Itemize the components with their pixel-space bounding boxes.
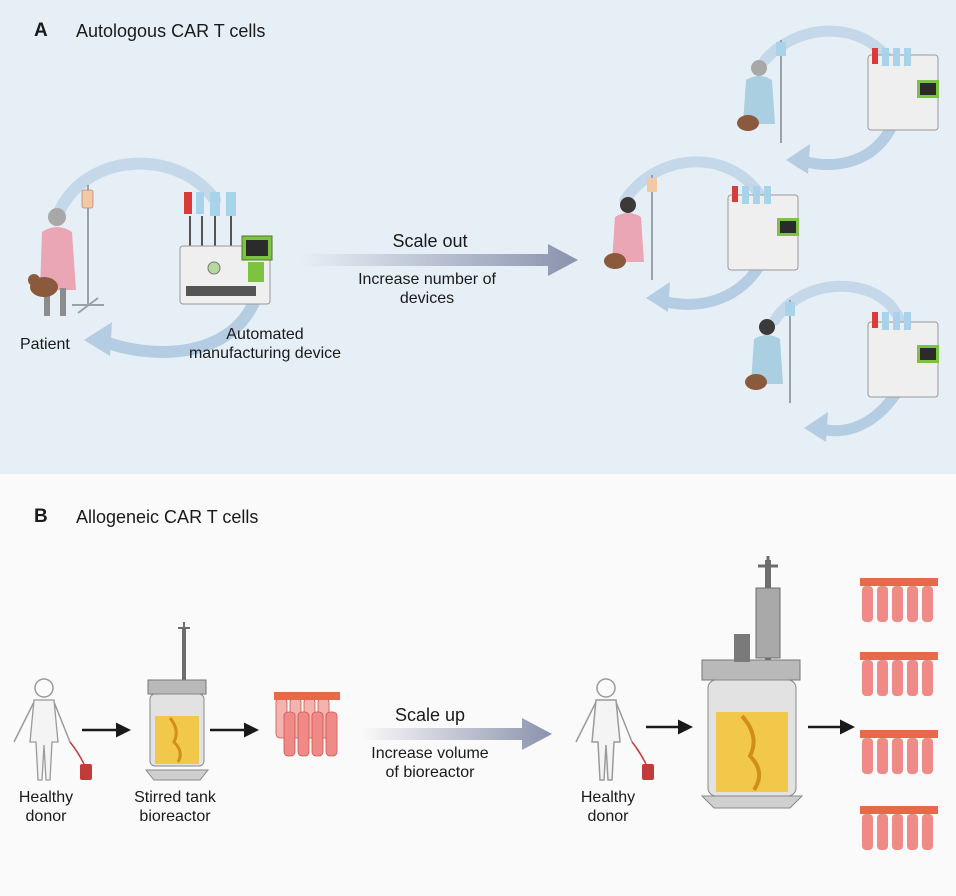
cell-tubes-large-3 bbox=[860, 730, 938, 774]
cell-tubes-large-2 bbox=[860, 652, 938, 696]
healthy-donor-left bbox=[13, 678, 92, 781]
scale-up-title: Scale up bbox=[394, 705, 466, 725]
stirred-tank-bioreactor-large bbox=[700, 556, 804, 809]
cell-tubes-large-1 bbox=[860, 578, 938, 622]
cell-tubes-small bbox=[274, 692, 340, 757]
scale-up-subtitle-line2: of bioreactor bbox=[385, 764, 475, 781]
scale-out-title: Scale out bbox=[392, 231, 468, 251]
donor-right-line2: donor bbox=[587, 808, 629, 825]
scale-up-subtitle: Increase volume of bioreactor bbox=[350, 744, 510, 782]
panel-a-letter: A bbox=[34, 20, 48, 41]
donor-left-line2: donor bbox=[25, 808, 67, 825]
scale-out-subtitle-line2: devices bbox=[399, 290, 455, 307]
manufacturing-device bbox=[179, 192, 273, 305]
donor-right-label: Healthy donor bbox=[568, 788, 648, 826]
scale-out-arrow bbox=[300, 244, 578, 276]
patient-figure bbox=[28, 185, 104, 316]
stirred-tank-bioreactor-small bbox=[144, 622, 210, 781]
bioreactor-line2: bioreactor bbox=[139, 808, 211, 825]
panel-b-letter: B bbox=[34, 506, 48, 527]
main-cycle-arrows bbox=[54, 157, 261, 358]
device-label-line1: Automated bbox=[226, 326, 304, 343]
bioreactor-line1: Stirred tank bbox=[134, 789, 216, 806]
cell-tubes-large-4 bbox=[860, 806, 938, 850]
device-label-line2: manufacturing device bbox=[188, 345, 342, 362]
panel-a-title: Autologous CAR T cells bbox=[76, 21, 266, 41]
panel-b-title: Allogeneic CAR T cells bbox=[76, 507, 259, 527]
donor-right-line1: Healthy bbox=[580, 789, 636, 806]
device-cycle-1 bbox=[737, 25, 939, 174]
patient-label: Patient bbox=[20, 336, 70, 353]
scale-out-subtitle-line1: Increase number of bbox=[358, 271, 496, 288]
healthy-donor-right bbox=[575, 678, 654, 781]
scale-up-arrow bbox=[360, 718, 552, 750]
bioreactor-label: Stirred tank bioreactor bbox=[120, 788, 230, 826]
donor-left-line1: Healthy bbox=[18, 789, 74, 806]
device-cycle-3 bbox=[745, 280, 939, 442]
donor-left-label: Healthy donor bbox=[6, 788, 86, 826]
scale-up-subtitle-line1: Increase volume bbox=[371, 745, 489, 762]
device-cycle-2 bbox=[604, 156, 799, 312]
device-label: Automated manufacturing device bbox=[170, 325, 360, 363]
scale-out-subtitle: Increase number of devices bbox=[322, 270, 532, 308]
